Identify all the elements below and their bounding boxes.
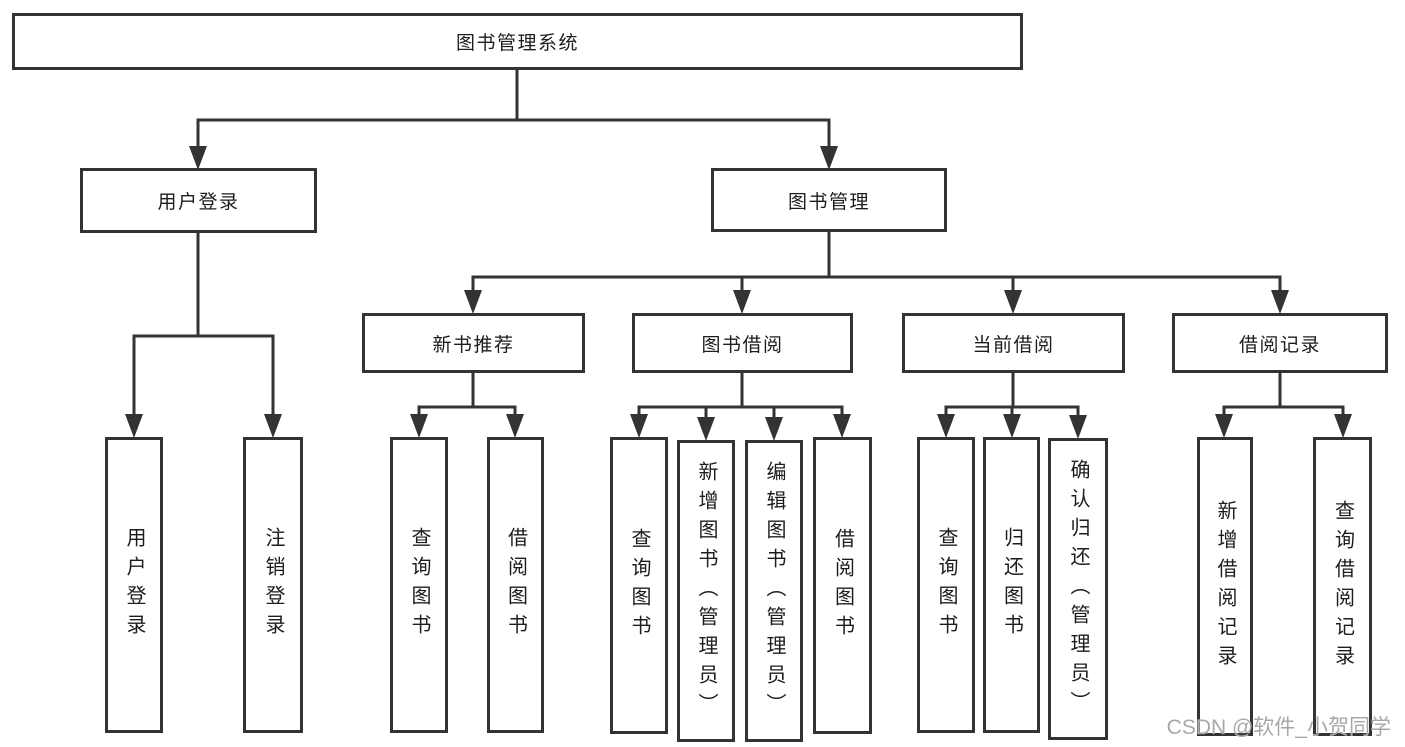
arrow-down-icon bbox=[733, 290, 751, 314]
connector-new-book-group bbox=[410, 372, 524, 438]
arrow-down-icon bbox=[765, 417, 783, 441]
leaf-borrowing-borrow-books: 借阅图书 bbox=[813, 437, 872, 734]
leaf-user-login-label: 用户登录 bbox=[123, 527, 145, 643]
leaf-current-query-books-label: 查询图书 bbox=[935, 527, 957, 643]
branch-user-login-label: 用户登录 bbox=[157, 192, 240, 213]
leaf-records-add-record: 新增借阅记录 bbox=[1197, 437, 1253, 736]
node-root: 图书管理系统 bbox=[12, 13, 1023, 70]
connector-book-borrowing-group bbox=[630, 372, 851, 441]
branch-book-management: 图书管理 bbox=[711, 168, 947, 232]
arrow-down-icon bbox=[1003, 414, 1021, 438]
connector-root-to-level2 bbox=[189, 70, 838, 170]
group-book-borrowing-label: 图书借阅 bbox=[701, 334, 784, 356]
arrow-down-icon bbox=[630, 414, 648, 438]
arrow-down-icon bbox=[410, 414, 428, 438]
arrow-down-icon bbox=[506, 414, 524, 438]
arrow-down-icon bbox=[189, 146, 207, 170]
arrow-down-icon bbox=[264, 414, 282, 438]
arrow-down-icon bbox=[1215, 414, 1233, 438]
arrow-down-icon bbox=[125, 414, 143, 438]
connector-user-login-branch bbox=[125, 232, 282, 438]
arrow-down-icon bbox=[697, 417, 715, 441]
group-new-book-recommend: 新书推荐 bbox=[362, 313, 585, 373]
leaf-logout: 注销登录 bbox=[243, 437, 303, 733]
leaf-records-add-record-label: 新增借阅记录 bbox=[1214, 499, 1236, 674]
leaf-borrowing-add-books-admin-label: 新增图书（管理员） bbox=[695, 460, 717, 722]
leaf-current-query-books: 查询图书 bbox=[917, 437, 975, 733]
leaf-recommend-query-books: 查询图书 bbox=[390, 437, 448, 733]
group-book-borrowing: 图书借阅 bbox=[632, 313, 853, 373]
leaf-borrowing-edit-books-admin: 编辑图书（管理员） bbox=[745, 440, 803, 742]
leaf-current-confirm-return-admin: 确认归还（管理员） bbox=[1048, 438, 1108, 740]
leaf-records-query-record-label: 查询借阅记录 bbox=[1331, 499, 1354, 674]
leaf-borrowing-query-books-label: 查询图书 bbox=[628, 527, 650, 644]
connector-borrowing-records-group bbox=[1215, 372, 1352, 438]
group-new-book-recommend-label: 新书推荐 bbox=[432, 334, 515, 356]
leaf-borrowing-add-books-admin: 新增图书（管理员） bbox=[677, 440, 735, 742]
leaf-recommend-borrow-books: 借阅图书 bbox=[487, 437, 544, 733]
watermark: CSDN @软件_小贺同学 bbox=[1166, 716, 1391, 739]
group-borrowing-records: 借阅记录 bbox=[1172, 313, 1388, 373]
arrow-down-icon bbox=[1069, 415, 1087, 439]
group-current-borrowing-label: 当前借阅 bbox=[972, 334, 1055, 356]
arrow-down-icon bbox=[1271, 290, 1289, 314]
node-root-label: 图书管理系统 bbox=[455, 33, 579, 54]
leaf-borrowing-borrow-books-label: 借阅图书 bbox=[831, 527, 854, 644]
leaf-recommend-query-books-label: 查询图书 bbox=[408, 527, 430, 643]
arrow-down-icon bbox=[1334, 414, 1352, 438]
branch-book-management-label: 图书管理 bbox=[787, 191, 870, 213]
leaf-current-confirm-return-admin-label: 确认归还（管理员） bbox=[1067, 458, 1089, 720]
leaf-records-query-record: 查询借阅记录 bbox=[1313, 437, 1372, 736]
connector-book-management-branch bbox=[464, 232, 1289, 314]
leaf-current-return-books: 归还图书 bbox=[983, 437, 1040, 733]
leaf-borrowing-query-books: 查询图书 bbox=[610, 437, 668, 734]
arrow-down-icon bbox=[464, 290, 482, 314]
leaf-logout-label: 注销登录 bbox=[262, 527, 284, 643]
leaf-recommend-borrow-books-label: 借阅图书 bbox=[504, 527, 527, 643]
leaf-user-login: 用户登录 bbox=[105, 437, 163, 733]
connector-current-borrowing-group bbox=[937, 372, 1087, 439]
arrow-down-icon bbox=[820, 146, 838, 170]
arrow-down-icon bbox=[1004, 290, 1022, 314]
leaf-current-return-books-label: 归还图书 bbox=[1000, 527, 1023, 643]
group-current-borrowing: 当前借阅 bbox=[902, 313, 1125, 373]
branch-user-login: 用户登录 bbox=[80, 168, 317, 233]
leaf-borrowing-edit-books-admin-label: 编辑图书（管理员） bbox=[763, 460, 785, 722]
arrow-down-icon bbox=[937, 414, 955, 438]
group-borrowing-records-label: 借阅记录 bbox=[1238, 334, 1321, 356]
arrow-down-icon bbox=[833, 414, 851, 438]
